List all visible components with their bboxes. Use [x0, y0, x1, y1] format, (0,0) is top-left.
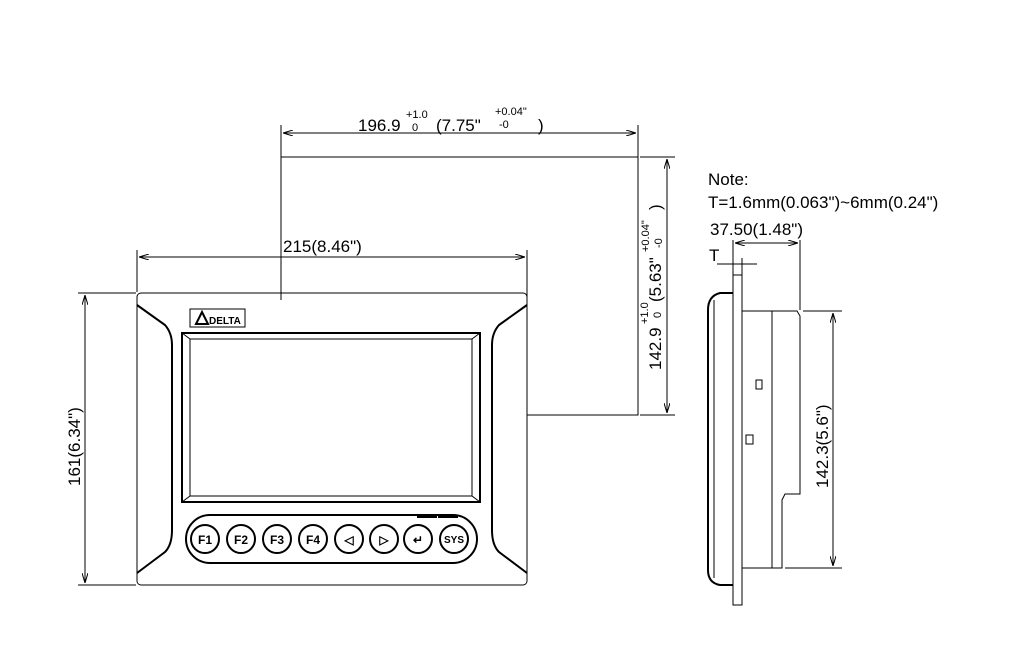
side-depth-label: 37.50(1.48") — [710, 220, 803, 239]
svg-text:+1.0: +1.0 — [639, 302, 651, 324]
front-bezel — [136, 292, 528, 586]
key-sys[interactable]: SYS — [439, 524, 469, 554]
svg-text:0: 0 — [652, 312, 664, 318]
svg-text:+1.0: +1.0 — [406, 109, 428, 121]
key-f1[interactable]: F1 — [190, 524, 220, 554]
svg-text:196.9: 196.9 — [358, 116, 401, 135]
svg-text:(5.63": (5.63" — [646, 257, 665, 302]
hmi-side-view — [707, 274, 801, 606]
front-height-label: 161(6.34") — [65, 407, 84, 486]
svg-text:142.9: 142.9 — [646, 327, 665, 370]
cutout-height-label: 142.9 +1.0 0 (5.63" +0.04" -0 ) — [639, 204, 665, 370]
key-f3[interactable]: F3 — [262, 524, 292, 554]
key-f4[interactable]: F4 — [298, 524, 328, 554]
svg-text:): ) — [646, 204, 665, 210]
svg-text:◁: ◁ — [343, 533, 354, 547]
key-enter[interactable]: ↵ — [403, 524, 433, 554]
cutout-width-label: 196.9 +1.0 0 (7.75" +0.04" -0 ) — [358, 106, 544, 135]
svg-text:F1: F1 — [198, 533, 212, 547]
svg-text:0: 0 — [412, 122, 418, 134]
t-label: T — [709, 246, 719, 265]
note-title: Note: — [708, 170, 749, 189]
svg-text:↵: ↵ — [413, 533, 423, 547]
svg-text:DELTA: DELTA — [209, 316, 241, 327]
svg-text:(7.75": (7.75" — [436, 116, 481, 135]
svg-text:+0.04": +0.04" — [640, 220, 652, 252]
lcd-screen[interactable] — [189, 338, 473, 497]
svg-text:-0: -0 — [653, 238, 665, 248]
side-slot-icon — [745, 434, 754, 445]
panel-cutout — [280, 125, 675, 416]
side-port-icon — [755, 379, 763, 390]
svg-text:F2: F2 — [234, 533, 248, 547]
hmi-front-view: DELTA F1 F2 F3 F4 ◁ ▷ ↵ SYS — [136, 292, 528, 586]
side-height-label: 142.3(5.6") — [813, 404, 832, 488]
key-f2[interactable]: F2 — [226, 524, 256, 554]
svg-text:▷: ▷ — [378, 533, 389, 547]
note-text: T=1.6mm(0.063")~6mm(0.24") — [708, 193, 938, 212]
svg-text:+0.04": +0.04" — [495, 106, 527, 118]
front-width-label: 215(8.46") — [283, 237, 362, 256]
svg-text:F3: F3 — [270, 533, 284, 547]
svg-text:-0: -0 — [499, 119, 509, 131]
delta-logo: DELTA — [189, 308, 246, 328]
keypad-area — [185, 514, 478, 564]
mounting-panel — [732, 274, 743, 606]
key-right-arrow[interactable]: ▷ — [369, 524, 399, 554]
svg-text:SYS: SYS — [444, 535, 464, 546]
screen-frame — [181, 332, 481, 503]
svg-text:F4: F4 — [306, 533, 320, 547]
key-left-arrow[interactable]: ◁ — [334, 524, 364, 554]
side-bezel — [707, 292, 733, 586]
svg-text:): ) — [538, 116, 544, 135]
